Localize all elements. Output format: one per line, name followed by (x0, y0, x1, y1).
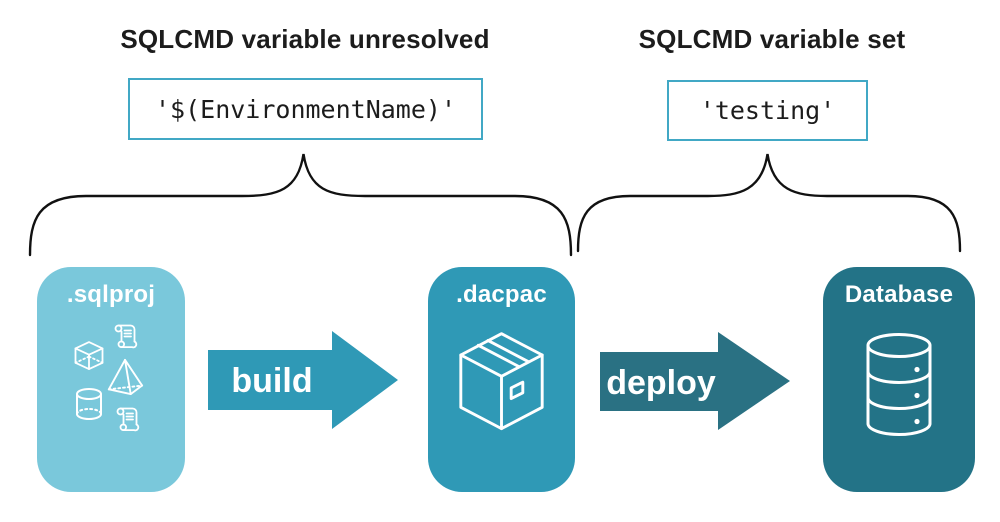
deploy-arrow: deploy (600, 332, 790, 430)
package-box-icon (455, 327, 548, 445)
script-scroll-icon (115, 406, 141, 433)
build-arrow-shape (208, 331, 398, 429)
sqlproj-card-label: .sqlproj (66, 281, 156, 308)
script-scroll-icon (113, 323, 139, 350)
cube-icon (71, 338, 107, 375)
build-arrow: build (208, 331, 398, 429)
left-section-title: SQLCMD variable unresolved (120, 24, 490, 54)
unresolved-variable-value: '$(EnvironmentName)' (154, 94, 457, 124)
deploy-arrow-shape (600, 332, 790, 430)
sqlproj-card: .sqlproj (37, 267, 185, 492)
right-brace (576, 153, 962, 253)
right-section-title: SQLCMD variable set (638, 24, 906, 54)
build-arrow-label: build (231, 362, 312, 400)
dacpac-card-label: .dacpac (456, 281, 547, 308)
left-brace (28, 153, 573, 257)
resolved-variable-value: 'testing' (699, 96, 836, 125)
cylinder-icon (74, 387, 104, 422)
unresolved-variable-box: '$(EnvironmentName)' (128, 78, 483, 140)
database-cylinder-icon (864, 330, 934, 445)
dacpac-card: .dacpac (428, 267, 575, 492)
database-card: Database (823, 267, 975, 492)
deploy-arrow-label: deploy (606, 364, 716, 402)
resolved-variable-box: 'testing' (667, 80, 868, 141)
pyramid-icon (106, 357, 144, 397)
database-card-label: Database (844, 281, 954, 308)
